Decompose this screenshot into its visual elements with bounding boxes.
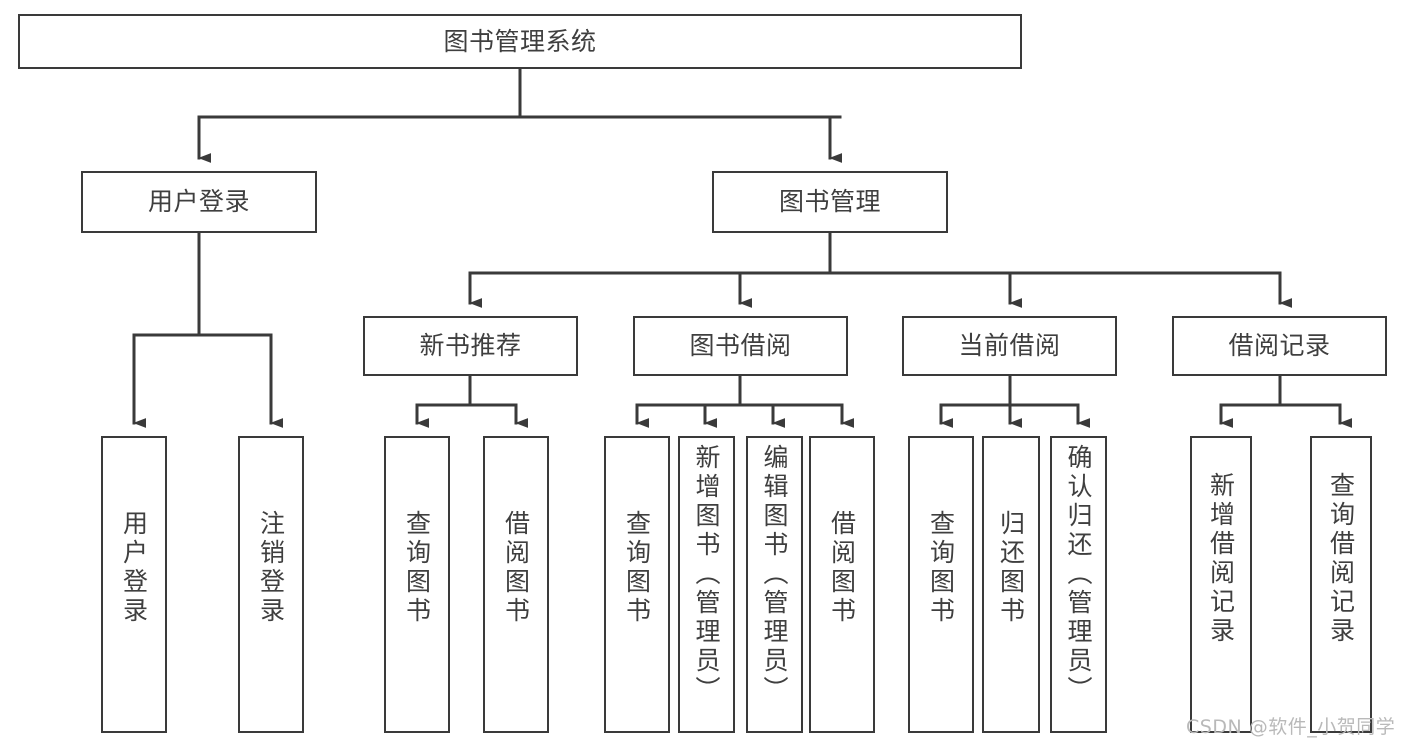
leaf-borrow-book-1[interactable]: 借阅图书 — [483, 436, 549, 733]
leaf-user-login-label: 用户登录 — [119, 510, 149, 626]
node-book-manage-label: 图书管理 — [778, 187, 881, 217]
leaf-add-record-label: 新增借阅记录 — [1206, 472, 1236, 646]
leaf-borrow-book-1-label: 借阅图书 — [501, 510, 531, 626]
csdn-watermark: CSDN @软件_小贺同学 — [1186, 716, 1396, 738]
leaf-query-record[interactable]: 查询借阅记录 — [1310, 436, 1372, 733]
node-root-label: 图书管理系统 — [443, 26, 597, 56]
node-book-manage[interactable]: 图书管理 — [712, 171, 948, 233]
leaf-add-book[interactable]: 新增图书（管理员） — [678, 436, 735, 733]
leaf-return-book-label: 归还图书 — [996, 510, 1026, 626]
leaf-user-logout[interactable]: 注销登录 — [238, 436, 304, 733]
leaf-return-book[interactable]: 归还图书 — [982, 436, 1040, 733]
leaf-confirm-return-label: 确认归还（管理员） — [1064, 444, 1093, 705]
node-book-borrow[interactable]: 图书借阅 — [633, 316, 848, 376]
node-current-borrow-label: 当前借阅 — [958, 331, 1061, 361]
leaf-query-book-1-label: 查询图书 — [402, 510, 432, 626]
leaf-borrow-book-2[interactable]: 借阅图书 — [809, 436, 875, 733]
leaf-query-book-3-label: 查询图书 — [926, 510, 956, 626]
node-new-book-recommend-label: 新书推荐 — [419, 331, 522, 361]
node-user-login-label: 用户登录 — [147, 187, 250, 217]
leaf-user-logout-label: 注销登录 — [256, 510, 286, 626]
leaf-user-login[interactable]: 用户登录 — [101, 436, 167, 733]
leaf-query-book-2[interactable]: 查询图书 — [604, 436, 670, 733]
leaf-edit-book[interactable]: 编辑图书（管理员） — [746, 436, 803, 733]
node-borrow-record-label: 借阅记录 — [1228, 331, 1331, 361]
node-new-book-recommend[interactable]: 新书推荐 — [363, 316, 578, 376]
node-borrow-record[interactable]: 借阅记录 — [1172, 316, 1387, 376]
node-current-borrow[interactable]: 当前借阅 — [902, 316, 1117, 376]
leaf-query-record-label: 查询借阅记录 — [1326, 472, 1356, 646]
leaf-add-record[interactable]: 新增借阅记录 — [1190, 436, 1252, 733]
leaf-query-book-2-label: 查询图书 — [622, 510, 652, 626]
node-root[interactable]: 图书管理系统 — [18, 14, 1022, 69]
leaf-add-book-label: 新增图书（管理员） — [692, 444, 721, 705]
leaf-edit-book-label: 编辑图书（管理员） — [760, 444, 789, 705]
leaf-confirm-return[interactable]: 确认归还（管理员） — [1050, 436, 1107, 733]
node-user-login[interactable]: 用户登录 — [81, 171, 317, 233]
leaf-borrow-book-2-label: 借阅图书 — [827, 510, 857, 626]
leaf-query-book-1[interactable]: 查询图书 — [384, 436, 450, 733]
leaf-query-book-3[interactable]: 查询图书 — [908, 436, 974, 733]
node-book-borrow-label: 图书借阅 — [689, 331, 792, 361]
